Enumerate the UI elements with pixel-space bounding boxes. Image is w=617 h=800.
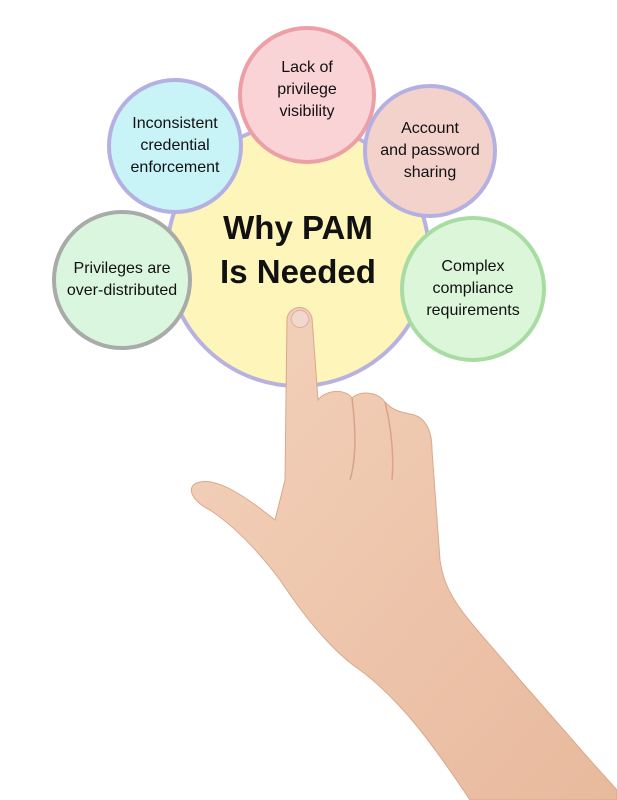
finger-lines [349,397,394,481]
reason-circle-visibility: Lack of privilege visibility [238,26,376,164]
fingernail-icon [290,309,310,328]
reason-label: Inconsistent credential enforcement [130,115,220,176]
reason-label: Privileges are over-distributed [66,260,178,299]
hand-icon [190,307,617,800]
reason-circle-over-distributed: Privileges are over-distributed [52,210,192,350]
diagram-title: Why PAM Is Needed [220,209,376,290]
reason-label: Complex compliance requirements [426,258,520,319]
reason-label: Account and password sharing [380,120,480,181]
reason-circle-credential: Inconsistent credential enforcement [107,78,243,214]
reason-label: Lack of privilege visibility [277,59,337,120]
reason-circle-sharing: Account and password sharing [363,84,497,218]
reason-circle-compliance: Complex compliance requirements [400,216,546,362]
